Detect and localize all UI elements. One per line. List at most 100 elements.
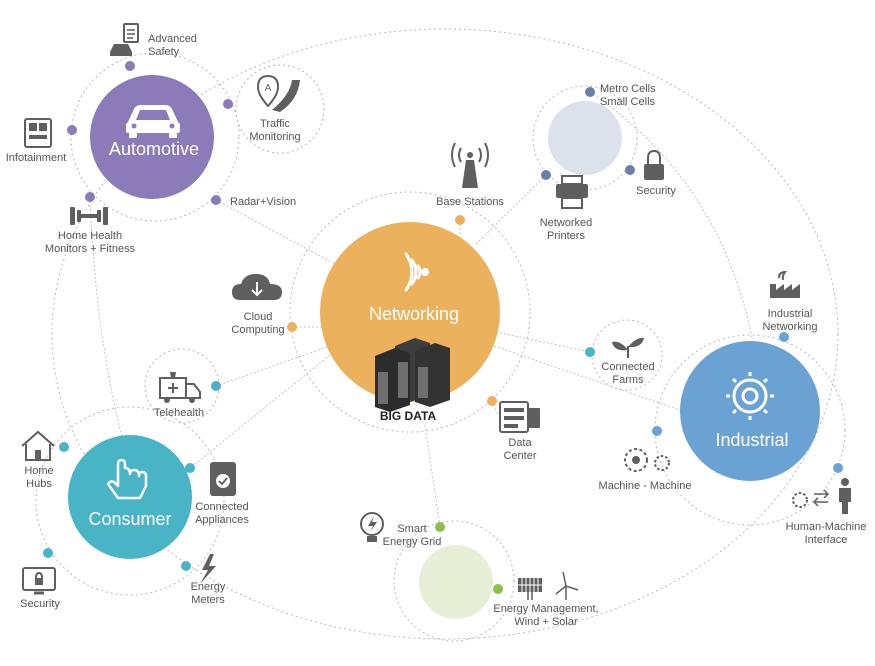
consumer-ring: [35, 406, 225, 596]
dot-home-health: [85, 192, 95, 202]
dot-energy-meters: [181, 561, 191, 571]
label-line: Data: [508, 437, 532, 449]
label-line: Advanced: [148, 33, 197, 45]
wifi-signal-icon: [404, 252, 429, 292]
label-security-bottom: Security: [20, 598, 60, 610]
industrial-label: Industrial: [715, 430, 788, 450]
dot-advanced-safety: [125, 61, 135, 71]
dot-home-hubs: [59, 442, 69, 452]
sprout-icon: [612, 337, 644, 358]
dot-industrial-networking: [779, 332, 789, 342]
label-base-stations: Base Stations: [436, 196, 504, 208]
label-line: Meters: [191, 594, 225, 606]
small-cells-circle: [548, 101, 622, 175]
dot-smart-energy: [435, 522, 445, 532]
networking-ring: [289, 191, 531, 433]
label-line: Farms: [612, 374, 644, 386]
connector: [215, 199, 336, 265]
label-security-top: Security: [636, 185, 676, 197]
label-line: Base Stations: [436, 196, 504, 208]
label-line: Computing: [231, 324, 284, 336]
outer-ring: [51, 28, 839, 640]
connector: [475, 174, 547, 245]
connector: [215, 345, 331, 387]
energy-ring: [393, 520, 515, 642]
printer-icon: [556, 175, 588, 209]
dot-data-center: [487, 396, 497, 406]
label-line: Connected: [195, 501, 248, 513]
label-machine-machine: Machine - Machine: [599, 480, 692, 492]
label-line: Printers: [547, 230, 585, 242]
house-icon: [21, 430, 55, 461]
label-line: Metro Cells: [600, 83, 656, 95]
label-line: Energy: [191, 581, 226, 593]
lock-icon: [644, 149, 664, 180]
map-pin-road-icon: A: [256, 74, 300, 112]
automotive-label: Automotive: [109, 139, 199, 159]
connector: [89, 196, 123, 438]
label-line: Telehealth: [154, 407, 204, 419]
dot-radar: [211, 195, 221, 205]
server-icon: [499, 401, 540, 433]
dot-farms: [585, 347, 595, 357]
label-line: Cloud: [244, 311, 273, 323]
dot-metro-cells: [585, 87, 595, 97]
pointing-hand-icon: [106, 458, 148, 500]
dot-telehealth: [211, 381, 221, 391]
dot-traffic: [223, 99, 233, 109]
dot-infotainment: [67, 125, 77, 135]
label-line: Traffic: [260, 118, 290, 130]
label-line: Hubs: [26, 478, 52, 490]
label-line: Home: [24, 465, 53, 477]
lightning-icon: [200, 554, 216, 584]
label-line: Energy Grid: [383, 536, 442, 548]
label-line: Appliances: [195, 514, 249, 526]
automotive-hub[interactable]: [90, 75, 214, 199]
ambulance-icon: [159, 372, 201, 403]
label-infotainment: Infotainment: [6, 152, 67, 164]
dot-machine: [652, 426, 662, 436]
label-energy-management: Energy Management,Wind + Solar: [493, 603, 598, 628]
dot-appliances: [185, 463, 195, 473]
industrial-ring: [654, 334, 846, 526]
label-telehealth: Telehealth: [154, 407, 204, 419]
dot-security-bottom: [43, 548, 53, 558]
radio-tower-icon: [451, 142, 489, 188]
connector: [424, 424, 441, 528]
label-line: Safety: [148, 46, 180, 58]
car-clipboard-icon: [110, 23, 139, 56]
solar-wind-icon: [518, 571, 579, 600]
svg-text:A: A: [265, 83, 272, 94]
dot-printers: [541, 170, 551, 180]
dashboard-panel-icon: [24, 118, 52, 148]
label-line: Security: [636, 185, 676, 197]
label-line: Security: [20, 598, 60, 610]
factory-icon: [770, 270, 800, 298]
car-windows: [131, 110, 175, 129]
label-line: Monitoring: [249, 131, 300, 143]
label-line: Monitors + Fitness: [45, 243, 136, 255]
big-data-label: BIG DATA: [380, 409, 437, 423]
label-line: Center: [503, 450, 536, 462]
gear-icon: [726, 372, 774, 420]
label-line: Interface: [805, 534, 848, 546]
dot-security-top: [625, 165, 635, 175]
networking-hub[interactable]: [320, 222, 500, 402]
label-line: Networking: [762, 321, 817, 333]
energy-circle: [419, 545, 493, 619]
dot-energy-management: [493, 584, 503, 594]
appliance-icon: [210, 462, 236, 496]
